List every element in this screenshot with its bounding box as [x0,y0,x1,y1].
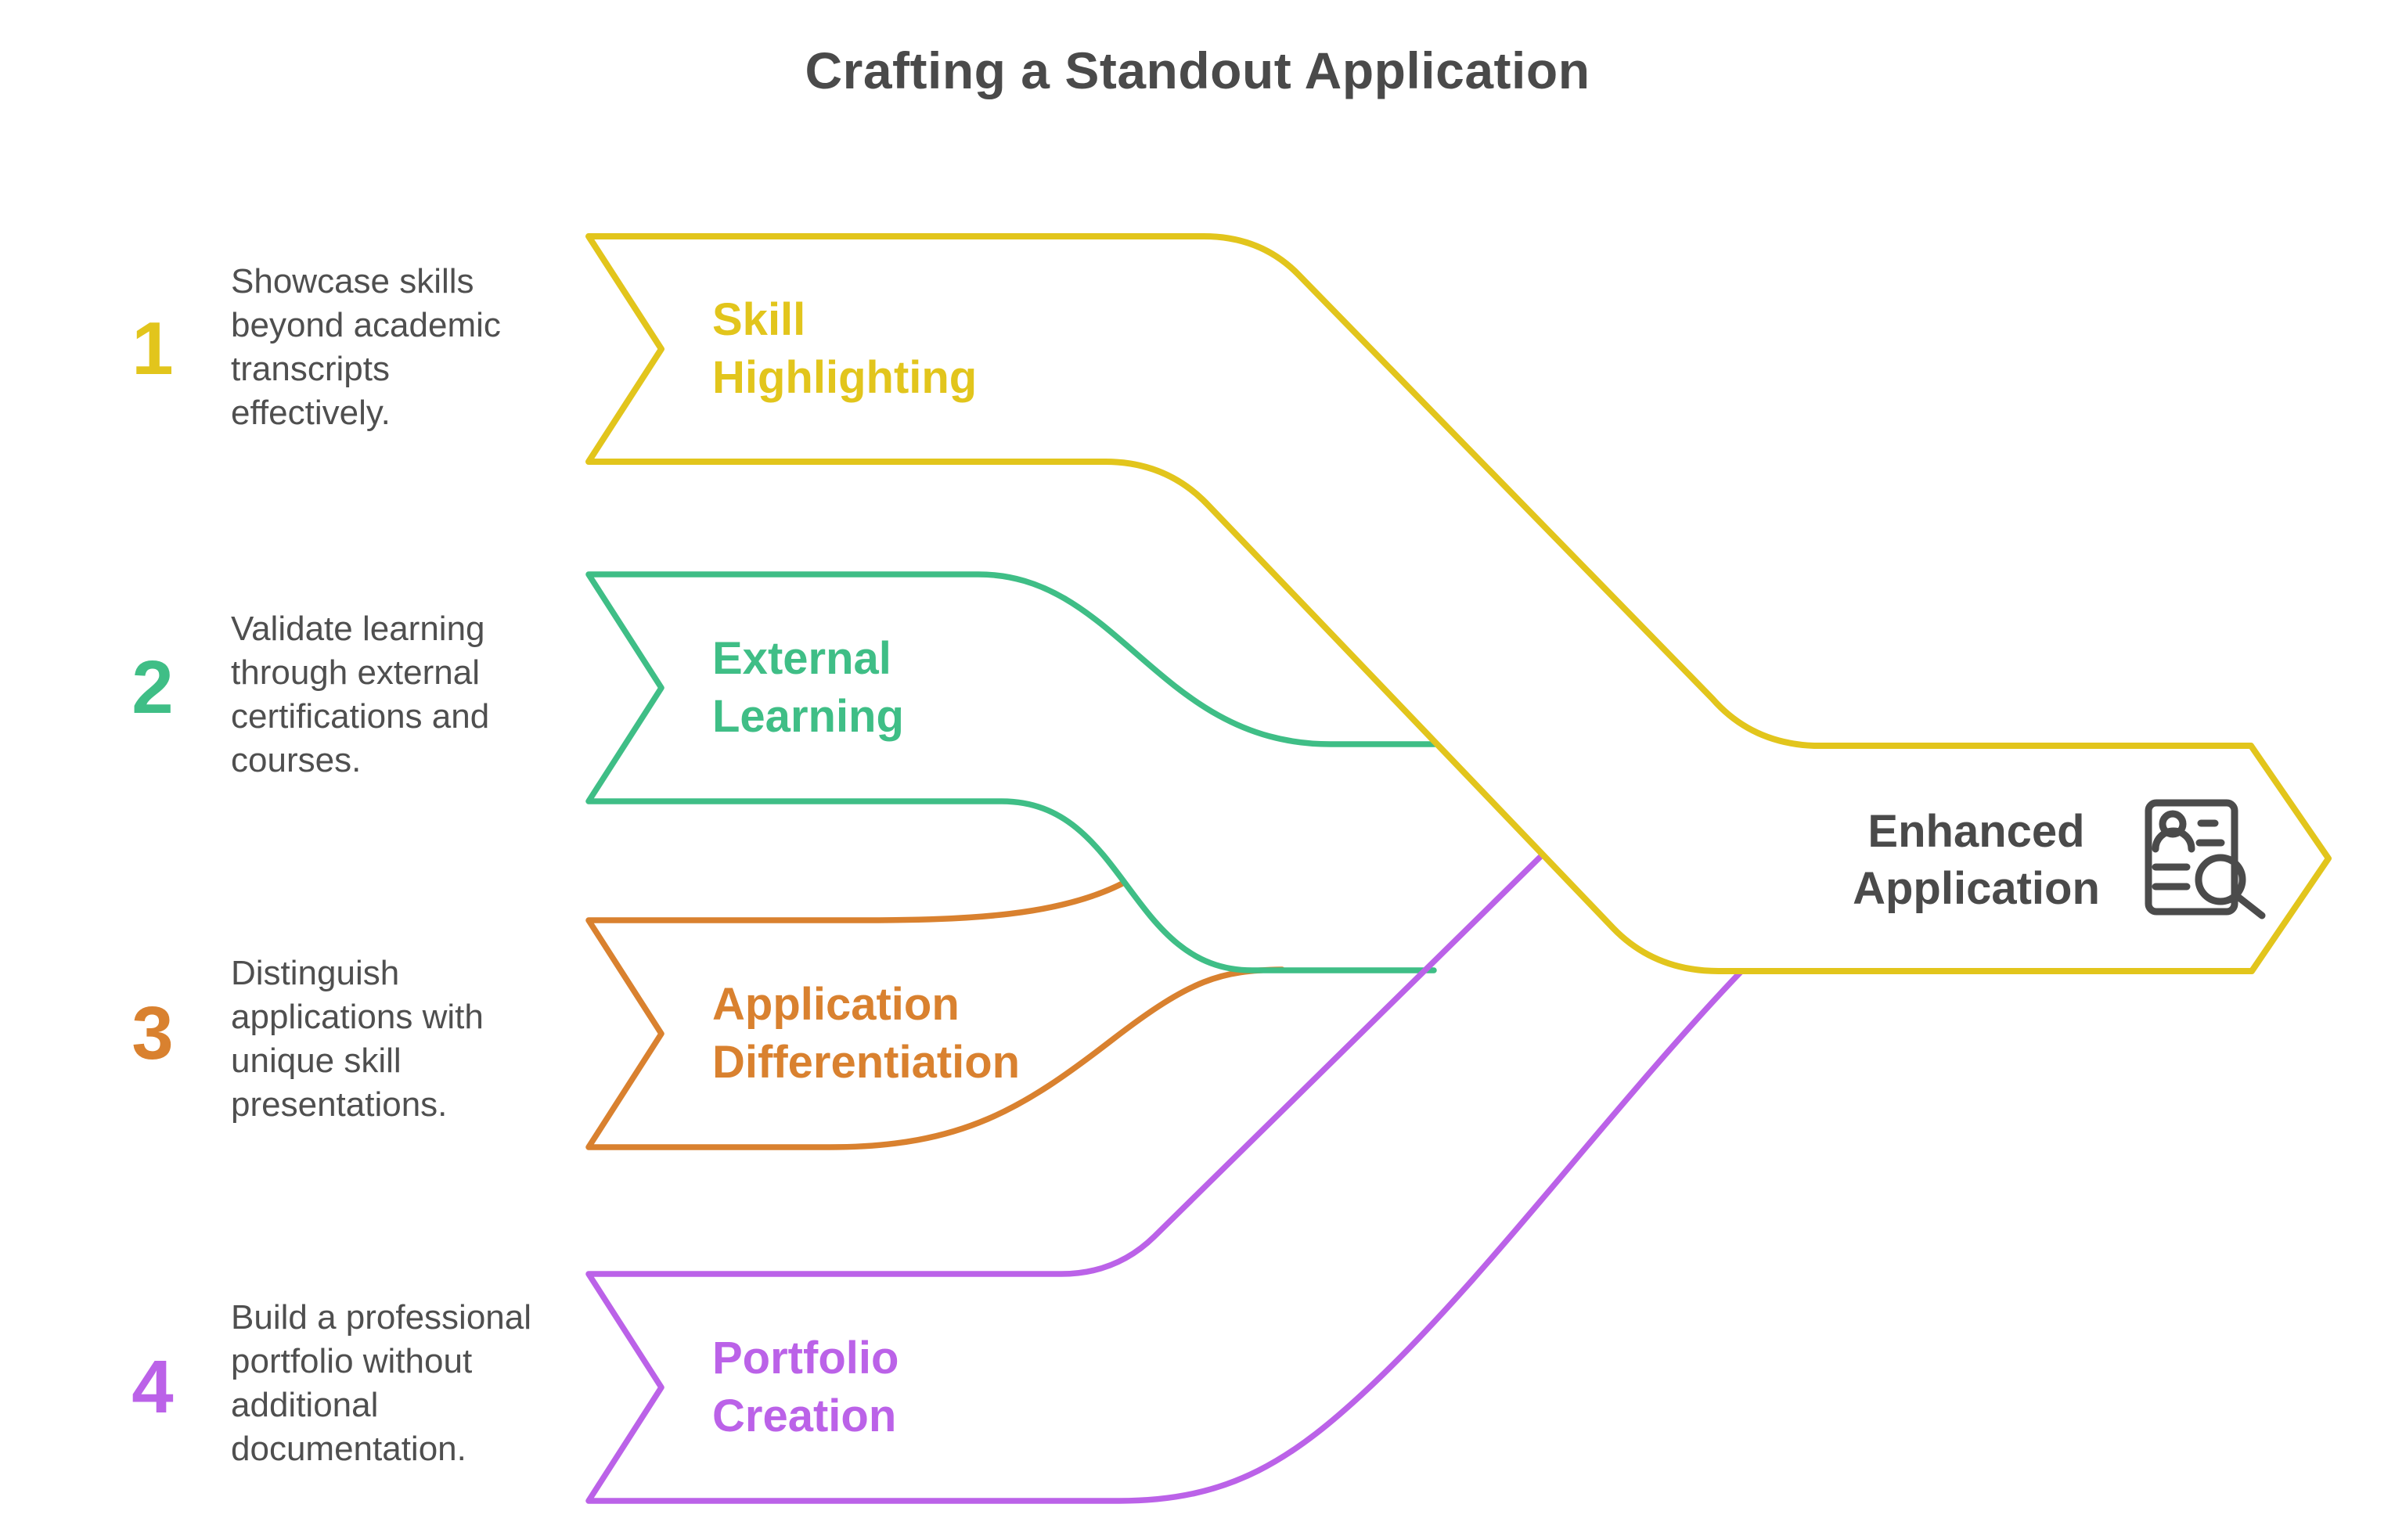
resume-search-icon [2145,799,2266,919]
magnifier-lens-shape [2195,854,2246,905]
step-1-desc-line: effectively. [231,394,391,432]
step-4-label-line: Creation [712,1391,897,1441]
step-2-label-line: External [712,633,891,684]
step-2-desc-line: certifications and [231,697,490,736]
resume-card-shape [2145,799,2238,916]
step-1-label-line: Skill [712,294,806,345]
step-1-desc-line: beyond academic [231,306,501,344]
magnifier-handle-shape [2233,892,2266,919]
step-1-label-line: Highlighting [712,352,978,403]
step-1-desc-line: transcripts [231,350,390,388]
step-4-desc-line: portfolio without [231,1342,473,1380]
step-2-desc-line: Validate learning [231,610,485,648]
step-3-label-line: Differentiation [712,1037,1021,1088]
step-2-label-line: Learning [712,691,904,742]
step-1-desc-line: Showcase skills [231,262,474,300]
step-3-desc-line: applications with [231,998,484,1036]
step-4-ribbon-label: Portfolio Creation [712,1330,1198,1445]
ribbon-application-differentiation [585,880,1285,1150]
step-1-ribbon-label: Skill Highlighting [712,291,1198,407]
step-4-number: 4 [131,1345,174,1429]
step-2-desc-line: through external [231,653,480,692]
step-3-desc-line: Distinguish [231,954,400,992]
person-shoulders-shape [2152,827,2195,853]
result-label-line: Application [1853,863,2100,914]
result-label-line: Enhanced [1867,806,2085,857]
step-3-desc-line: unique skill [231,1042,402,1080]
step-4-label-line: Portfolio [712,1333,899,1383]
step-3-desc-line: presentations. [231,1085,448,1124]
step-3-number: 3 [131,991,174,1075]
step-4-description: Build a professional portfolio without a… [231,1296,567,1471]
step-3-ribbon-label: Application Differentiation [712,976,1198,1092]
result-label: Enhanced Application [1824,803,2129,917]
step-3-description: Distinguish applications with unique ski… [231,952,567,1127]
ribbon-skill-highlighting-output-arrow [585,233,2332,974]
step-2-desc-line: courses. [231,741,362,779]
step-2-ribbon-label: External Learning [712,630,1198,746]
step-1-description: Showcase skills beyond academic transcri… [231,260,567,435]
step-4-desc-line: documentation. [231,1430,466,1468]
step-2-description: Validate learning through external certi… [231,607,567,783]
step-1-number: 1 [131,307,174,390]
step-3-label-line: Application [712,979,960,1030]
page-title: Crafting a Standout Application [805,41,1590,99]
ribbon-portfolio-creation [585,851,1745,1504]
step-4-desc-line: Build a professional [231,1298,532,1337]
ribbon-external-learning [585,571,1440,973]
step-2-number: 2 [131,646,174,729]
step-4-desc-line: additional [231,1386,379,1424]
